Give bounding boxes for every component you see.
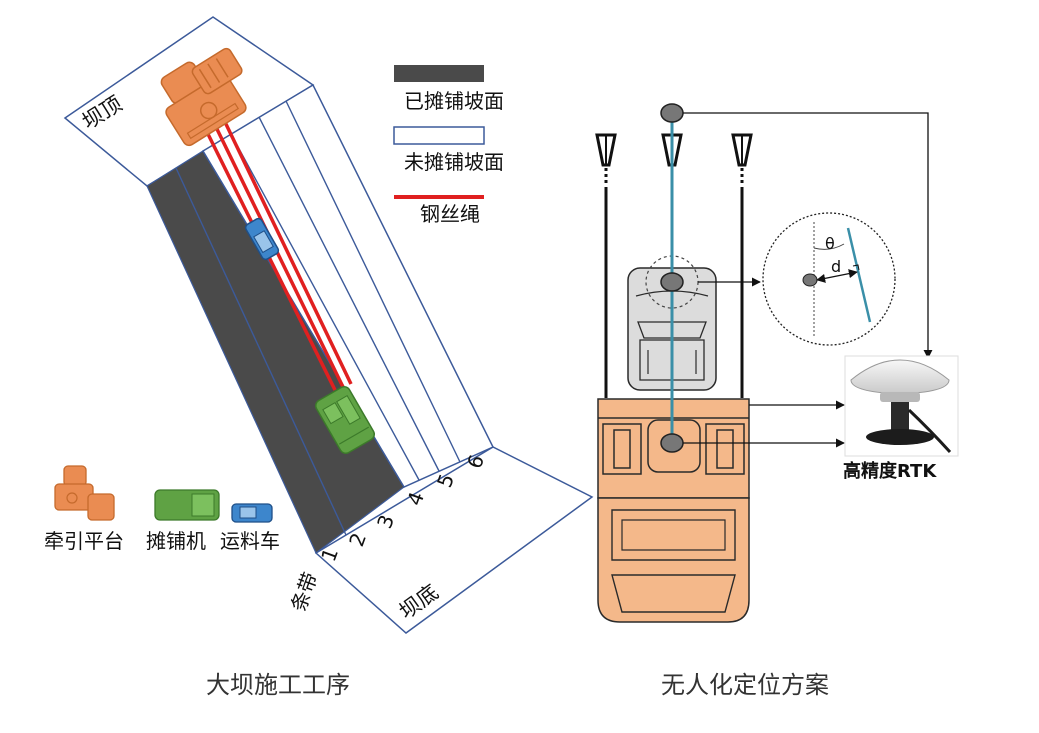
truck-label: 运料车: [220, 529, 280, 553]
rtk-antenna: 高精度RTK: [843, 355, 959, 482]
connector-top: [683, 112, 933, 359]
strip-divider: [258, 116, 440, 472]
anchor-left: [595, 133, 617, 398]
legend-swatch-paved: [394, 65, 484, 82]
paver-icon: [154, 489, 220, 521]
material-truck: [244, 217, 280, 261]
theta-label: θ: [825, 234, 835, 253]
anchor-right: [731, 133, 753, 398]
legend-label-unpaved: 未摊铺坡面: [404, 150, 504, 174]
legend: 已摊铺坡面 未摊铺坡面 钢丝绳: [393, 65, 504, 226]
legend-swatch-unpaved: [393, 126, 485, 145]
steel-ropes: [203, 121, 353, 391]
paver-machine: [314, 385, 376, 455]
paver-label: 摊铺机: [146, 529, 206, 553]
magnified-detail: θ d: [762, 212, 896, 346]
strip-divider: [285, 100, 461, 463]
left-caption: 大坝施工工序: [206, 671, 350, 699]
rtk-node-tractor: [660, 433, 684, 453]
traction-icon: [54, 465, 115, 521]
truck-icon: [231, 503, 273, 523]
machine-key: 牵引平台 摊铺机 运料车: [44, 465, 280, 553]
rtk-label: 高精度RTK: [843, 460, 937, 482]
traction-platform: [160, 47, 247, 147]
positioning-diagram: θ d 高精度RTK: [595, 103, 959, 623]
legend-label-rope: 钢丝绳: [420, 202, 480, 226]
rtk-node-cab: [660, 272, 684, 292]
rtk-node-anchor: [660, 103, 684, 123]
legend-label-paved: 已摊铺坡面: [404, 89, 504, 113]
strip-label: 条带: [286, 569, 322, 615]
dam-diagram: 坝顶 坝底 条带 1 2 3 4 5 6: [63, 16, 594, 634]
strip-divider: [230, 133, 420, 481]
distance-label: d: [831, 257, 841, 276]
dam-bottom: [314, 446, 594, 634]
traction-label: 牵引平台: [44, 529, 124, 553]
strip-divider: [175, 167, 347, 536]
right-caption: 无人化定位方案: [661, 671, 829, 699]
